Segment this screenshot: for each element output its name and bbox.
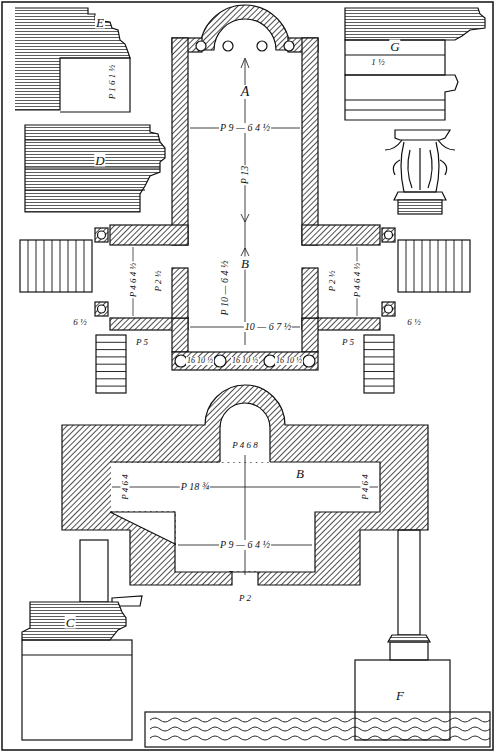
dimension-label: 10 — 6 7 ½ (244, 322, 292, 332)
stroke (68, 240, 69, 292)
stroke (96, 386, 126, 387)
stroke (406, 240, 407, 292)
stroke (96, 378, 126, 379)
dimension-label: P 4 6 4 ½ (353, 262, 362, 299)
part-letter: F (395, 689, 405, 702)
stroke (364, 364, 394, 365)
dimension-label: P 10 — 6 4 ½ (220, 260, 230, 317)
dimension-label: P 9 — 6 4 ½ (219, 123, 271, 133)
dimension-label: P 5 (341, 338, 355, 347)
stroke (364, 349, 394, 350)
stroke (96, 364, 126, 365)
dimension-label: P 2 ½ (154, 269, 163, 292)
stroke (446, 240, 447, 292)
stroke (430, 240, 431, 292)
stroke (52, 240, 53, 292)
stroke (44, 240, 45, 292)
stroke (84, 240, 85, 292)
stroke (422, 240, 423, 292)
dimension-label: P 13 (240, 165, 250, 185)
dimension-label: P 1 6 1 ½ (108, 64, 117, 101)
stroke (364, 386, 394, 387)
part-letter: G (389, 40, 400, 53)
dimension-label: P 4 6 8 (231, 441, 259, 450)
dimension-label: P 2 ½ (328, 269, 337, 292)
part-letter: B (240, 257, 250, 270)
stroke (454, 240, 455, 292)
water-line (150, 736, 490, 740)
dimension-label: 16 10 ½ (275, 357, 303, 365)
stroke (364, 378, 394, 379)
stroke (438, 240, 439, 292)
stroke (76, 240, 77, 292)
dimension-label: P 2 (238, 594, 252, 603)
part-letter: E (95, 16, 105, 29)
stroke (28, 240, 29, 292)
part-letter: B (295, 467, 305, 480)
part-letter: C (65, 616, 76, 629)
stroke (96, 371, 126, 372)
stroke (60, 240, 61, 292)
dimension-label: 1 ½ (370, 58, 386, 67)
stroke (414, 240, 415, 292)
part-letter: A (240, 85, 251, 99)
part-letter: D (94, 154, 105, 167)
dimension-label: P 4 6 4 (361, 473, 370, 501)
stroke (96, 342, 126, 343)
water-line (150, 718, 490, 722)
dimension-label: 6 ½ (72, 318, 88, 327)
stroke (364, 356, 394, 357)
dimension-label: P 4 6 4 (121, 473, 130, 501)
stroke (96, 356, 126, 357)
dimension-label: 16 10 ½ (231, 357, 259, 365)
dimension-label: P 4 6 4 ½ (129, 262, 138, 299)
stroke (364, 342, 394, 343)
stroke (96, 349, 126, 350)
water-line (150, 727, 490, 731)
dimension-label: 16 10 ½ (186, 357, 214, 365)
dimension-label: P 9 — 6 4 ½ (219, 540, 271, 550)
stroke (462, 240, 463, 292)
stroke (36, 240, 37, 292)
dimension-label: P 18 ¾ (180, 482, 210, 492)
stroke (364, 371, 394, 372)
dimension-label: 6 ½ (406, 318, 422, 327)
dimension-label: P 5 (135, 338, 149, 347)
